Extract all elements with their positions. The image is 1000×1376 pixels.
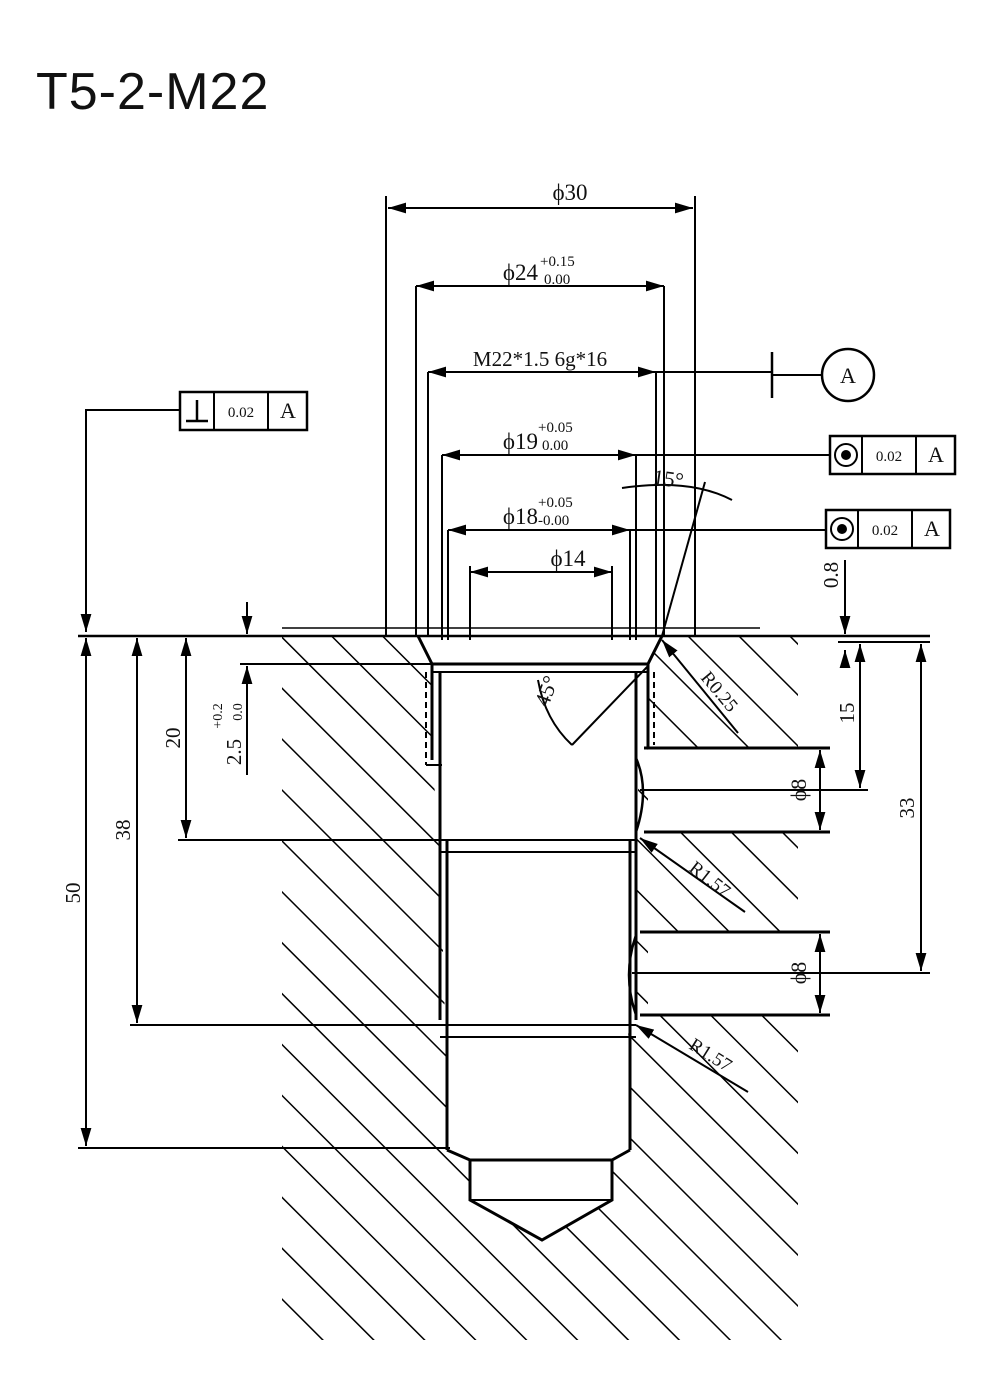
dim-d24-tol-upper: +0.15 (540, 254, 575, 270)
perpendicularity-icon (186, 400, 208, 423)
tolerance-frame-concentricity-1: 0.02 A (828, 434, 957, 476)
dim-depth-33: 33 (895, 798, 919, 819)
tolerance-datum: A (928, 442, 944, 467)
dim-depth-20: 20 (161, 728, 185, 749)
concentricity-icon (830, 517, 854, 541)
depth-dimension-lines (78, 560, 930, 1149)
dim-depth-08: 0.8 (819, 562, 843, 588)
tolerance-value: 0.02 (228, 405, 254, 421)
dim-d14: ϕ14 (550, 546, 586, 571)
tolerance-value: 0.02 (876, 449, 902, 465)
datum-a-symbol: A (820, 347, 876, 403)
tolerance-datum: A (280, 398, 296, 423)
tolerance-value: 0.02 (872, 523, 898, 539)
dim-depth-15: 15 (835, 703, 859, 724)
radius-leaders (635, 639, 749, 1093)
dim-d24-tol-lower: 0.00 (544, 272, 570, 288)
dim-depth-25: 2.5 (222, 739, 246, 765)
dim-depth-25-tol-lower: 0.0 (231, 703, 246, 721)
dim-depth-25-tol-upper: +0.2 (211, 703, 226, 728)
bore-profile (416, 635, 830, 1242)
dim-d18-tol-lower: -0.00 (538, 513, 569, 529)
tolerance-frame-concentricity-2: 0.02 A (824, 508, 952, 550)
perpendicularity-leader (80, 409, 180, 632)
angle-45-arc (537, 665, 649, 746)
concentricity-icon (834, 443, 858, 467)
diameter-dimension-lines (388, 202, 830, 640)
dim-thread: M22*1.5 6g*16 (473, 347, 607, 371)
dim-port-d8-upper: ϕ8 (786, 779, 811, 802)
dim-d19: ϕ19 (503, 429, 538, 454)
dim-d19-tol-lower: 0.00 (542, 438, 568, 454)
dim-depth-50: 50 (61, 883, 85, 904)
dim-d30: ϕ30 (552, 180, 587, 205)
datum-a-label: A (840, 363, 856, 388)
drawing-title: T5-2-M22 (36, 63, 270, 121)
surface-lines (78, 196, 930, 638)
angle-15-arc (621, 481, 733, 637)
dim-d24: ϕ24 (503, 260, 539, 285)
tolerance-datum: A (924, 516, 940, 541)
dim-d18: ϕ18 (503, 504, 538, 529)
tolerance-frame-perpendicularity: 0.02 A (178, 390, 309, 432)
dim-angle-45: 45° (529, 672, 563, 710)
dim-port-d8-lower: ϕ8 (786, 962, 811, 985)
dim-angle-15: 15° (651, 464, 685, 493)
dim-d19-tol-upper: +0.05 (538, 420, 573, 436)
dim-d18-tol-upper: +0.05 (538, 495, 573, 511)
dim-depth-38: 38 (111, 820, 135, 841)
hatched-body (282, 636, 798, 1340)
